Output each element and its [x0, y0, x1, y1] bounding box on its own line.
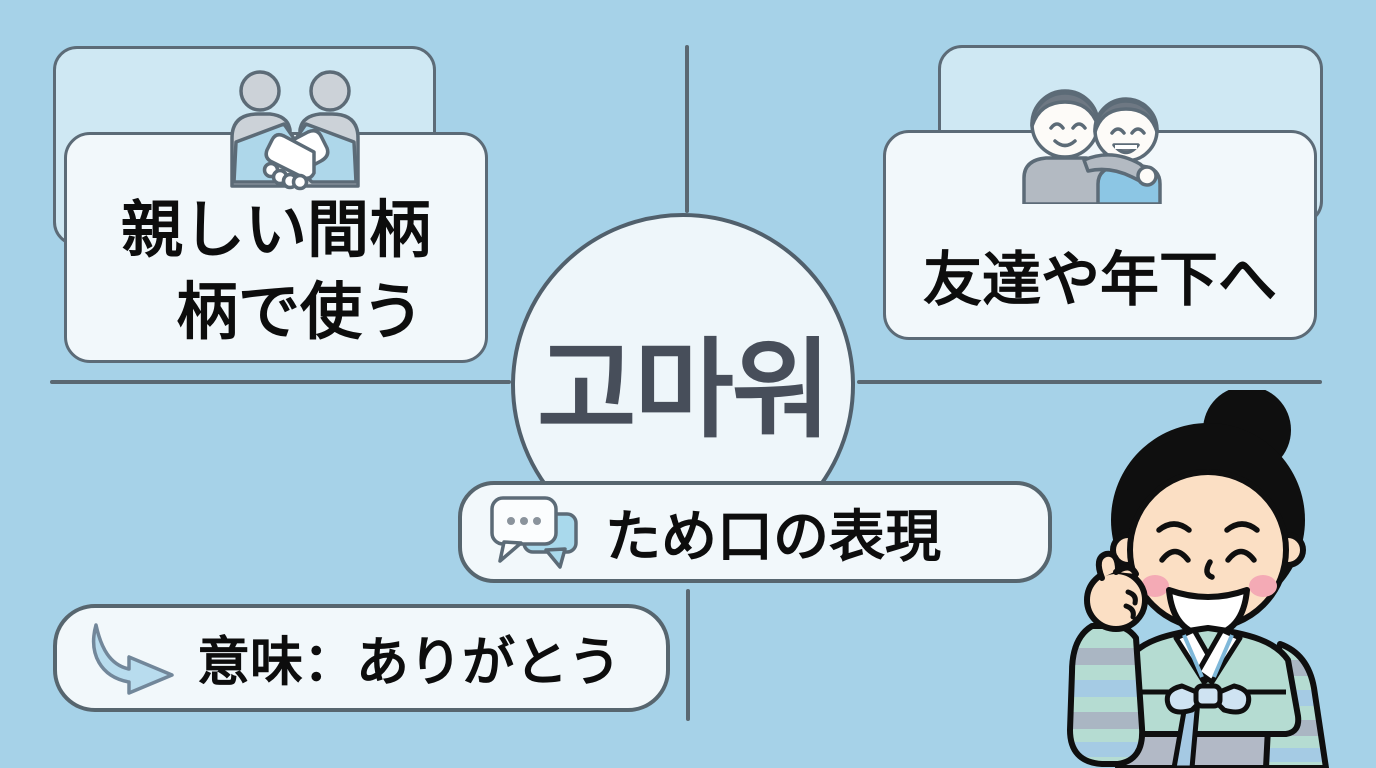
curved-arrow-icon: [81, 616, 181, 700]
chat-bubbles-icon: [488, 494, 583, 570]
divider-line-bottom: [686, 589, 690, 721]
usage-pill: ため口の表現: [458, 481, 1052, 583]
top-left-line2: 柄で使う: [175, 278, 424, 347]
usage-pill-label: ため口の表現: [605, 504, 941, 568]
woman-in-hanbok-finger-heart-illustration: [1056, 390, 1358, 768]
korean-word: 고마워: [536, 329, 831, 450]
divider-line-left: [50, 380, 511, 384]
top-left-card-label: 親しい間柄 柄で使う: [64, 190, 488, 354]
friends-icon: [1008, 72, 1178, 204]
divider-line-top: [685, 45, 689, 213]
meaning-pill-label: 意味：ありがとう: [197, 633, 621, 692]
divider-line-right: [857, 380, 1322, 384]
top-left-line1: 親しい間柄: [120, 196, 431, 265]
handshake-icon: [214, 64, 376, 196]
meaning-pill: 意味：ありがとう: [53, 604, 670, 712]
top-right-card-label: 友達や年下へ: [922, 247, 1277, 313]
